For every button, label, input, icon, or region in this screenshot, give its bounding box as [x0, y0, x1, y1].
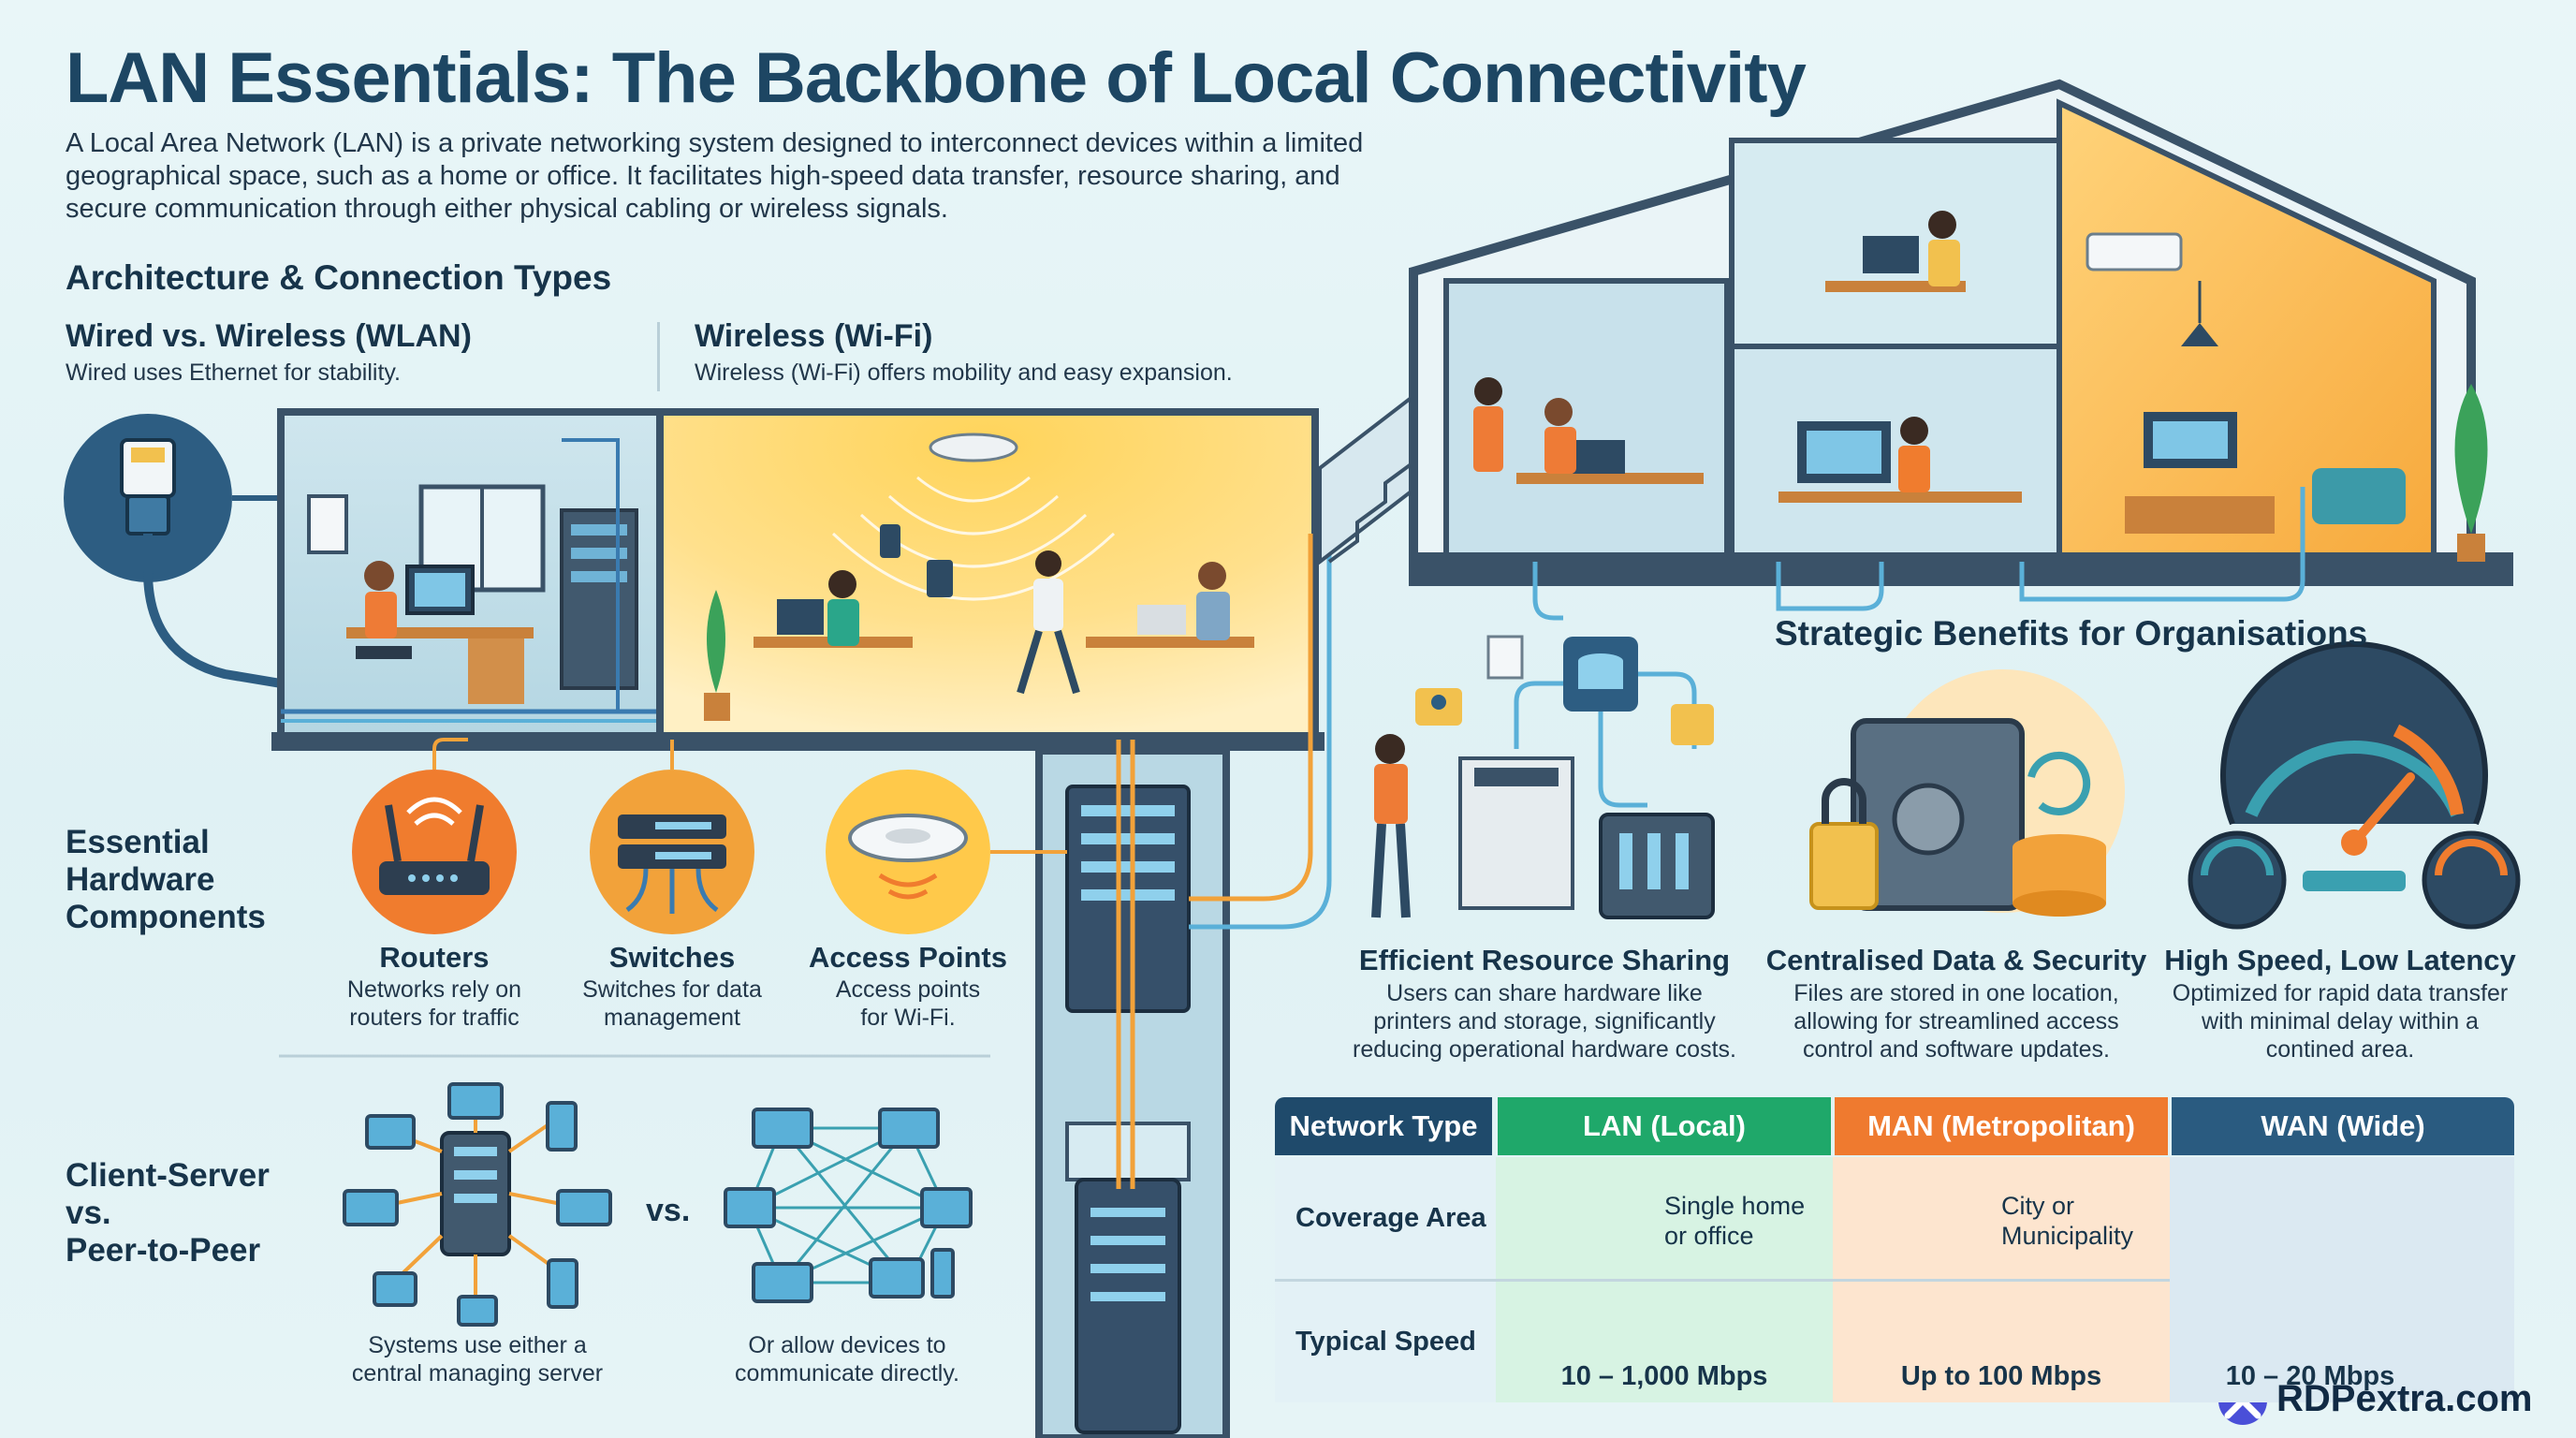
benefit-desc-line: with minimal delay within a	[2202, 1008, 2479, 1034]
caption-line: communicate directly.	[735, 1360, 959, 1387]
cell-line: Single home	[1664, 1192, 1806, 1220]
benefit-desc: Users can share hardware like printers a…	[1329, 979, 1760, 1064]
models-heading-line: Client-Server	[66, 1157, 270, 1194]
router-desc-line: routers for traffic	[349, 1005, 520, 1031]
models-heading-line: vs.	[66, 1195, 111, 1231]
benefit-desc-line: control and software updates.	[1803, 1036, 2110, 1063]
access-point-icon	[826, 770, 990, 934]
benefit-desc-line: contined area.	[2265, 1036, 2415, 1063]
client-server-caption: Systems use either a central managing se…	[323, 1331, 632, 1387]
access-point-label: Access Points	[809, 941, 1007, 974]
hardware-heading-line: Essential	[66, 824, 210, 860]
benefit-title: Centralised Data & Security	[1765, 944, 2147, 976]
access-point-desc-line: Access points	[835, 976, 981, 1003]
router-label: Routers	[379, 941, 490, 974]
p2p-caption: Or allow devices to communicate directly…	[697, 1331, 997, 1387]
benefit-desc-line: Users can share hardware like	[1386, 980, 1703, 1006]
router-icon	[352, 770, 517, 934]
benefit-title: High Speed, Low Latency	[2164, 944, 2516, 976]
table-row-label: Typical Speed	[1295, 1326, 1476, 1357]
cell-line: City or	[2001, 1192, 2075, 1220]
caption-line: Systems use either a	[368, 1332, 587, 1358]
brand-name[interactable]: RDPextra.com	[2276, 1378, 2533, 1419]
peer-to-peer-diagram	[724, 1108, 973, 1303]
benefit-desc-line: Files are stored in one location,	[1793, 980, 2119, 1006]
benefit-desc: Optimized for rapid data transfer with m…	[2153, 979, 2527, 1064]
hardware-heading-line: Hardware	[66, 861, 215, 898]
lan-speed: 10 – 1,000 Mbps	[1560, 1361, 1768, 1391]
benefits-heading: Strategic Benefits for Organisations	[1775, 614, 2368, 653]
wan-speed: 10 – 20 Mbps	[2225, 1361, 2395, 1391]
wired-title: Wired vs. Wireless (WLAN)	[66, 318, 472, 354]
cell-line: Municipality	[2001, 1222, 2134, 1250]
man-speed: Up to 100 Mbps	[1900, 1361, 2102, 1391]
man-coverage: City or Municipality	[2001, 1191, 2133, 1251]
table-header: WAN (Wide)	[2172, 1097, 2514, 1155]
client-server-diagram	[343, 1082, 612, 1327]
wireless-desc: Wireless (Wi-Fi) offers mobility and eas…	[695, 360, 1233, 386]
vs-label: vs.	[646, 1193, 691, 1228]
table-row-label: Coverage Area	[1295, 1202, 1486, 1233]
benefit-desc-line: Optimized for rapid data transfer	[2172, 980, 2509, 1006]
benefit-desc-line: reducing operational hardware costs.	[1353, 1036, 1736, 1063]
table-wan-column	[2170, 1157, 2514, 1402]
models-heading-line: Peer-to-Peer	[66, 1232, 261, 1269]
wired-desc: Wired uses Ethernet for stability.	[66, 360, 402, 386]
access-point-desc-line: for Wi-Fi.	[860, 1005, 956, 1031]
benefit-title: Efficient Resource Sharing	[1358, 944, 1731, 976]
switch-label: Switches	[608, 941, 736, 974]
page-title: LAN Essentials: The Backbone of Local Co…	[66, 38, 1807, 118]
router-desc: Networks rely on routers for traffic	[294, 976, 575, 1032]
cell-line: or office	[1664, 1222, 1754, 1250]
switch-desc-line: Switches for data	[582, 976, 762, 1003]
ethernet-plug-icon	[64, 414, 282, 688]
benefit-desc-line: allowing for streamlined access	[1793, 1008, 2119, 1034]
table-header: LAN (Local)	[1498, 1097, 1831, 1155]
benefit-desc: Files are stored in one location, allowi…	[1760, 979, 2153, 1064]
architecture-heading: Architecture & Connection Types	[66, 258, 612, 297]
caption-line: central managing server	[351, 1360, 604, 1387]
switch-desc-line: management	[604, 1005, 740, 1031]
table-header: Network Type	[1275, 1097, 1492, 1155]
access-point-desc: Access points for Wi-Fi.	[768, 976, 1048, 1032]
switch-desc: Switches for data management	[532, 976, 812, 1032]
hardware-heading-line: Components	[66, 899, 266, 935]
benefit-desc-line: printers and storage, significantly	[1373, 1008, 1716, 1034]
hardware-heading: Essential Hardware Components	[66, 824, 266, 936]
intro-paragraph: A Local Area Network (LAN) is a private …	[66, 128, 1364, 224]
lan-coverage: Single home or office	[1664, 1191, 1805, 1251]
table-row-divider	[1275, 1279, 2170, 1282]
table-header: MAN (Metropolitan)	[1835, 1097, 2168, 1155]
caption-line: Or allow devices to	[748, 1332, 946, 1358]
router-desc-line: Networks rely on	[346, 976, 522, 1003]
network-comparison-table: Network Type LAN (Local) MAN (Metropolit…	[1275, 1097, 2514, 1402]
switch-icon	[590, 770, 754, 934]
models-heading: Client-Server vs. Peer-to-Peer	[66, 1157, 270, 1269]
divider	[657, 322, 660, 391]
wireless-title: Wireless (Wi-Fi)	[695, 318, 933, 354]
